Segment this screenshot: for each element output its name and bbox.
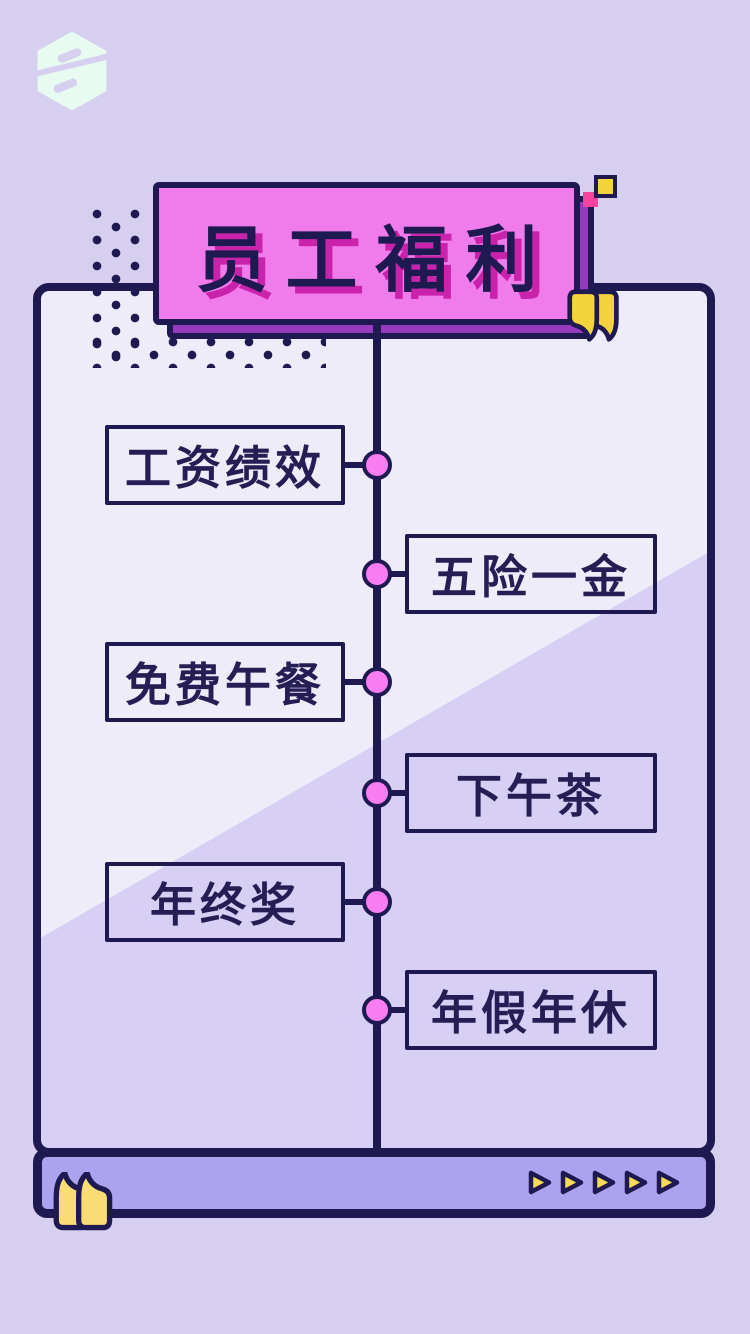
benefit-box-1: 工资绩效 bbox=[105, 425, 345, 505]
triangle-right-icon bbox=[656, 1170, 680, 1195]
timeline-dot bbox=[362, 995, 392, 1025]
dot-pattern-horizontal bbox=[88, 334, 326, 368]
benefit-label: 年终奖 bbox=[150, 879, 300, 931]
benefit-label: 五险一金 bbox=[431, 551, 631, 603]
title-banner: 员工福利 bbox=[153, 182, 580, 325]
double-quote-open-icon bbox=[53, 1172, 113, 1231]
connector-line bbox=[375, 571, 409, 577]
connector-line bbox=[341, 679, 379, 685]
page-title: 员工福利 bbox=[195, 221, 556, 301]
benefit-box-2: 五险一金 bbox=[405, 534, 657, 614]
benefit-box-4: 下午茶 bbox=[405, 753, 657, 833]
timeline-dot bbox=[362, 887, 392, 917]
timeline-dot bbox=[362, 559, 392, 589]
timeline-dot bbox=[362, 450, 392, 480]
triangle-right-icon bbox=[560, 1170, 584, 1195]
footer-arrows bbox=[528, 1170, 680, 1195]
yellow-square-accent bbox=[594, 175, 617, 198]
benefit-label: 免费午餐 bbox=[125, 659, 325, 711]
double-quote-close-icon bbox=[567, 289, 619, 342]
benefit-box-3: 免费午餐 bbox=[105, 642, 345, 722]
benefit-label: 下午茶 bbox=[456, 770, 606, 822]
triangle-right-icon bbox=[624, 1170, 648, 1195]
timeline-dot bbox=[362, 778, 392, 808]
benefit-box-6: 年假年休 bbox=[405, 970, 657, 1050]
hexagon-chain-links-icon bbox=[30, 31, 114, 111]
timeline-line bbox=[373, 324, 381, 1148]
benefit-label: 工资绩效 bbox=[125, 442, 325, 494]
connector-line bbox=[341, 899, 379, 905]
triangle-right-icon bbox=[528, 1170, 552, 1195]
connector-line bbox=[375, 1007, 409, 1013]
triangle-right-icon bbox=[592, 1170, 616, 1195]
benefit-label: 年假年休 bbox=[431, 987, 631, 1039]
benefit-box-5: 年终奖 bbox=[105, 862, 345, 942]
connector-line bbox=[341, 462, 379, 468]
connector-line bbox=[375, 790, 409, 796]
timeline-dot bbox=[362, 667, 392, 697]
